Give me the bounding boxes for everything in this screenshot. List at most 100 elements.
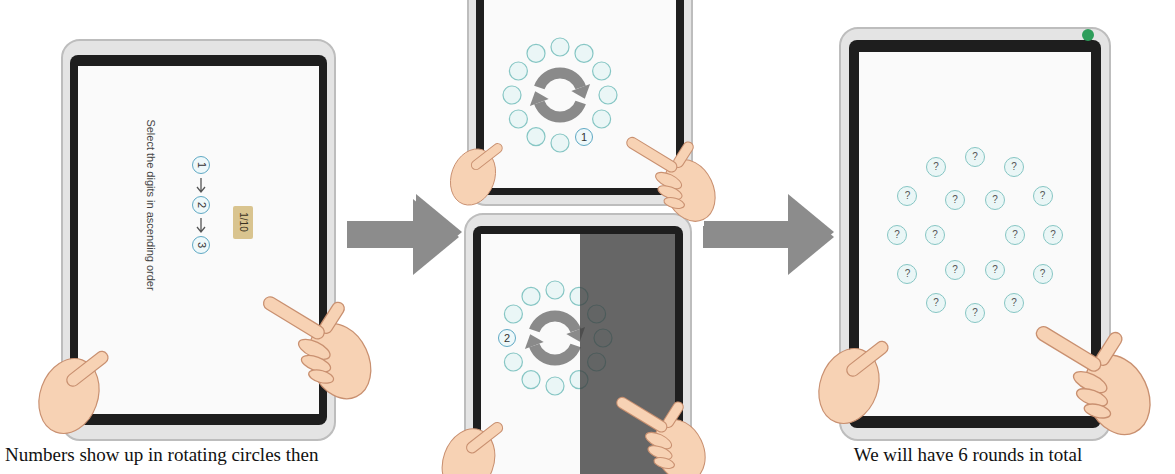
hidden-number-circle: ? [985,190,1005,210]
tablet-screen: Select the digits in ascending order 1 2 3 1… [62,40,335,440]
ring-circle [546,377,564,395]
question-mark: ? [1011,162,1017,172]
tablet-screen: ?????????????????? [840,28,1110,440]
right-hand [632,143,725,230]
left-hand [29,350,109,442]
tablet-left [62,40,335,440]
digit-label: 2 [504,333,510,344]
hidden-number-circle: ? [965,303,985,323]
question-mark: ? [992,265,998,275]
question-mark: ? [952,265,958,275]
question-mark: ? [894,230,900,240]
flow-arrow [704,221,794,243]
hidden-number-circle: ? [1005,225,1025,245]
ring-circle [503,86,521,104]
instruction-text: Select the digits in ascending order [145,119,156,290]
question-mark: ? [1040,191,1046,201]
ring-circles [503,38,617,152]
right-hand [270,303,382,408]
ring-circle [599,86,617,104]
question-mark: ? [1050,230,1056,240]
flow-arrow [347,221,422,243]
hidden-number-circle: ? [926,157,946,177]
order-arrow [197,178,205,192]
ring-circle [527,128,545,146]
ring-circle [522,287,540,305]
right-hand [622,403,715,474]
left-hand [433,421,503,474]
tablet-screen [859,52,1091,416]
tablet-screen [78,66,319,414]
question-mark: ? [1011,298,1017,308]
round-counter-badge: 1/10 [233,206,253,239]
ring-circle [509,110,527,128]
question-mark: ? [952,195,958,205]
ring-circle [575,44,593,62]
ring-circle [522,371,540,389]
question-mark: ? [1040,269,1046,279]
tablet-bezel [849,40,1101,428]
hidden-number-circle: ? [925,225,945,245]
ring-circle [509,62,527,80]
digit-circle: 1 [192,156,210,174]
hidden-number-circle: ? [897,264,917,284]
question-mark: ? [933,298,939,308]
question-mark: ? [905,269,911,279]
order-arrow [197,218,205,232]
digit-label: 2 [196,202,207,208]
tablet-screen: 2 [465,214,691,474]
ring-circle [593,110,611,128]
hidden-number-circle: ? [887,225,907,245]
rotate-icon [525,316,585,360]
counter-label: 1/10 [238,212,248,231]
digit-circle: 3 [192,236,210,254]
number-circle: 1 [575,128,593,146]
digit-label: 1 [581,131,587,142]
tablet-frame [840,28,1110,440]
question-mark: ? [972,152,978,162]
hidden-number-circle: ? [985,260,1005,280]
ring-circle [546,281,564,299]
hidden-number-circle: ? [945,260,965,280]
digit-label: 1 [196,162,207,168]
hidden-number-circle: ? [1043,225,1063,245]
question-mark: ? [1012,230,1018,240]
right-hand [1043,334,1162,446]
hidden-number-circle: ? [897,186,917,206]
caption-text: Numbers show up in rotating circles then [5,444,318,467]
ring-circle [551,134,569,152]
question-mark: ? [972,308,978,318]
hidden-number-circle: ? [926,293,946,313]
tablet-right [840,28,1110,440]
number-circle: 2 [498,329,516,347]
digit-label: 3 [196,242,207,248]
flow-arrow [347,226,419,248]
question-mark: ? [932,230,938,240]
hidden-number-circle: ? [945,190,965,210]
digit-circle: 2 [192,196,210,214]
left-hand [443,143,503,212]
tablet-bezel [70,55,327,425]
hidden-number-circle: ? [1033,264,1053,284]
ring-circle [551,38,569,56]
caption-text: We will have 6 rounds in total [854,444,1083,467]
flow-arrow [703,226,794,248]
ring-circle [527,44,545,62]
hidden-number-circle: ? [965,147,985,167]
tablet-frame [62,40,335,440]
ring-circle [504,305,522,323]
hidden-number-circle: ? [1004,157,1024,177]
tablet-bezel [476,0,684,195]
tablet-screen: 1 [468,0,692,238]
left-hand [809,340,889,432]
question-mark: ? [992,195,998,205]
hidden-number-circle: ? [1033,186,1053,206]
status-dot [1082,29,1094,41]
question-mark: ? [905,191,911,201]
rotate-icon [530,73,590,117]
tablet-screen [484,0,676,188]
ring-circle [593,62,611,80]
hidden-number-circle: ? [1004,293,1024,313]
